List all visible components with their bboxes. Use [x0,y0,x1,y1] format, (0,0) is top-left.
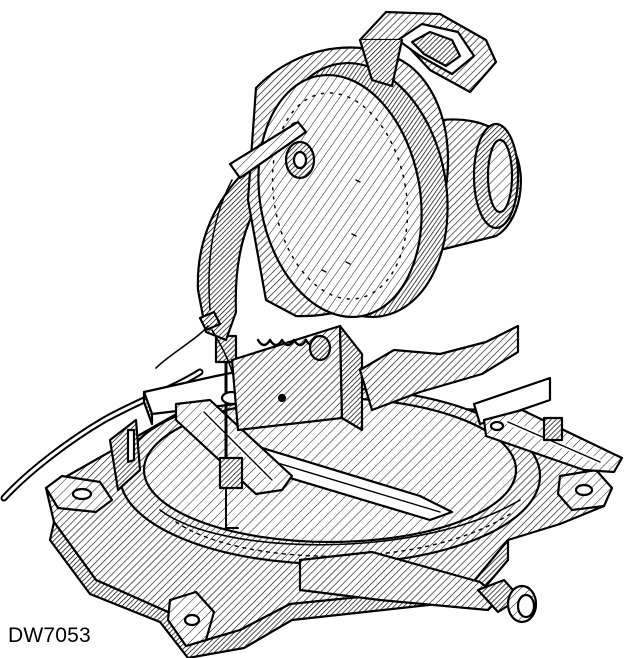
miter-lock-knob [476,578,538,624]
guard-marks [321,179,361,273]
rear-fence-wing [358,324,520,412]
right-clamp [489,416,564,442]
operating-handle [358,10,498,94]
right-fence [472,376,552,426]
model-label: DW7053 [8,624,91,647]
pivot-spring [256,338,320,347]
guard-linkage [228,120,308,180]
arbor-bolt [284,140,316,180]
bevel-lever [198,310,222,332]
